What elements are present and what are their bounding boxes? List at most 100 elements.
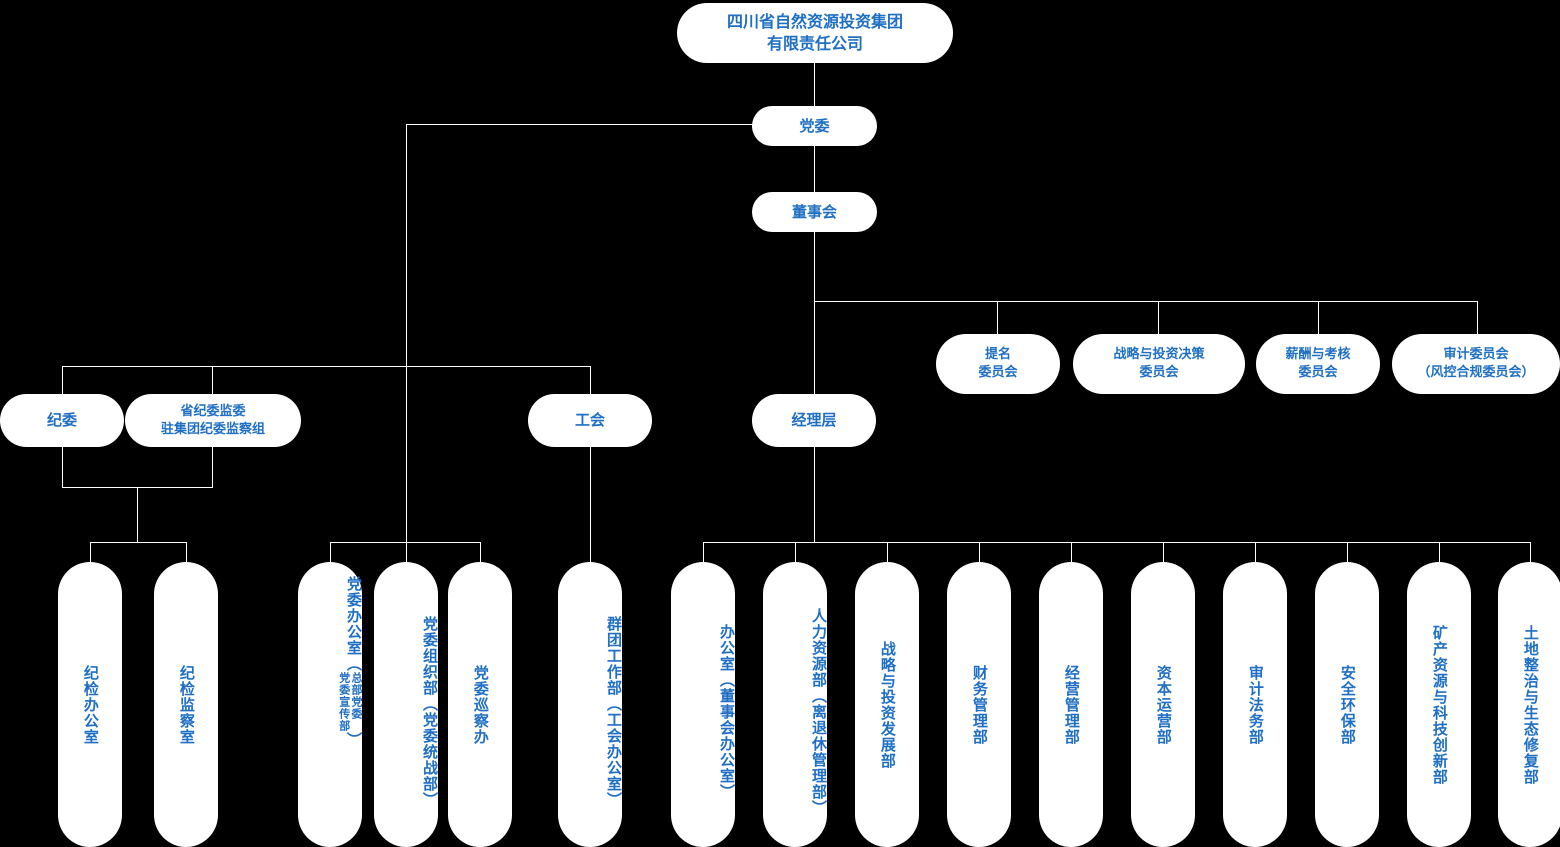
dept-label: 矿产资源与科技创新部	[1430, 624, 1449, 785]
connector-committee-drop-1	[997, 301, 998, 334]
dept-label: 党委办公室	[345, 576, 363, 656]
connector-party-left-branch	[406, 124, 754, 125]
connector-union-drop	[590, 366, 591, 394]
node-root[interactable]: 四川省自然资源投资集团 有限责任公司	[677, 3, 953, 63]
committee-3-line1: 薪酬与考核	[1285, 347, 1351, 363]
dept-label: 土地整治与生态修复部	[1521, 624, 1540, 785]
node-dept-general-office[interactable]: 办公室 （ 董事会办公室 ）	[671, 562, 736, 847]
node-dept-discipline-inspection[interactable]: 纪检监察室	[154, 562, 218, 847]
dept-label: 经营管理部	[1062, 664, 1081, 745]
connector-mgmt-drop-8	[1347, 542, 1348, 562]
connector-committee-bar	[814, 301, 1478, 302]
node-dept-human-resources[interactable]: 人力资源部 （ 离退休管理部 ）	[763, 562, 828, 847]
node-board[interactable]: 董事会	[752, 192, 877, 232]
dept-label: 纪检监察室	[177, 664, 196, 745]
connector-committee-drop-4	[1477, 301, 1478, 334]
node-committee-nomination[interactable]: 提名 委员会	[936, 334, 1060, 394]
connector-root-to-party	[814, 63, 815, 106]
management-label: 经理层	[791, 411, 837, 430]
node-dept-mineral-resources-tech-innovation[interactable]: 矿产资源与科技创新部	[1407, 562, 1471, 847]
dept-label: 资本运营部	[1154, 664, 1173, 745]
union-label: 工会	[574, 411, 605, 430]
connector-board-down	[814, 232, 815, 302]
connector-provincial-drop	[212, 366, 213, 394]
committee-4-line2: （风控合规委员会）	[1417, 365, 1535, 380]
connector-jiwei-merge-drop	[137, 487, 138, 542]
committee-1-line1: 提名	[984, 347, 1011, 363]
root-title-line2: 有限责任公司	[766, 34, 863, 53]
paren-close: ）	[421, 791, 439, 808]
node-dept-audit-legal[interactable]: 审计法务部	[1223, 562, 1287, 847]
node-dept-party-inspection-office[interactable]: 党委巡察办	[448, 562, 512, 847]
root-title-line1: 四川省自然资源投资集团	[726, 12, 903, 32]
node-union[interactable]: 工会	[528, 394, 652, 447]
dept-label: 党委巡察办	[471, 664, 490, 745]
dept-label: 审计法务部	[1246, 664, 1265, 745]
connector-mgmt-drop-3	[887, 542, 888, 562]
node-committee-compensation-assessment[interactable]: 薪酬与考核 委员会	[1256, 334, 1380, 394]
paren-close: ）	[345, 732, 363, 748]
connector-committee-drop-2	[1158, 301, 1159, 334]
party-committee-label: 党委	[799, 116, 830, 135]
dept-label: 人力资源部	[810, 607, 828, 688]
node-dept-business-management[interactable]: 经营管理部	[1039, 562, 1103, 847]
node-provincial-discipline-group[interactable]: 省纪委监委 驻集团纪委监察组	[125, 394, 301, 447]
committee-1-line2: 委员会	[978, 365, 1018, 380]
connector-party-dept-drop-3	[480, 542, 481, 562]
connector-party-dept-drop-2	[406, 542, 407, 562]
connector-discipline-dept-drop-2	[186, 542, 187, 562]
paren-open: （	[810, 687, 828, 704]
node-dept-party-office[interactable]: 党委办公室 （ 党委宣传部 总部党委 ）	[298, 562, 363, 847]
dept-label: 安全环保部	[1338, 664, 1357, 745]
connector-mgmt-drop-10	[1530, 542, 1531, 562]
connector-discipline-dept-bar	[90, 542, 186, 543]
connector-mid-bar	[62, 366, 590, 367]
connector-committee-drop-3	[1318, 301, 1319, 334]
paren-open: （	[345, 656, 363, 672]
dept-label: 党委组织部	[421, 615, 439, 696]
dept-sub-col-b: 总部党委	[350, 672, 363, 720]
node-committee-audit[interactable]: 审计委员会 （风控合规委员会）	[1392, 334, 1560, 394]
node-dept-discipline-office[interactable]: 纪检办公室	[58, 562, 122, 847]
connector-mgmt-drop-2	[795, 542, 796, 562]
node-party-committee[interactable]: 党委	[752, 106, 877, 146]
connector-party-left-drop	[406, 124, 407, 542]
node-dept-safety-environment[interactable]: 安全环保部	[1315, 562, 1379, 847]
provincial-group-line2: 驻集团纪委监察组	[160, 421, 265, 437]
dept-sub: 党委统战部	[421, 711, 439, 792]
committee-2-line1: 战略与投资决策	[1113, 347, 1205, 363]
connector-mgmt-drop-5	[1071, 542, 1072, 562]
paren-close: ）	[605, 791, 623, 808]
node-dept-mass-organization-work[interactable]: 群团工作部 （ 工会办公室 ）	[558, 562, 623, 847]
connector-mgmt-drop-1	[703, 542, 704, 562]
dept-label: 财务管理部	[970, 664, 989, 745]
connector-management-down	[814, 447, 815, 542]
committee-3-line2: 委员会	[1298, 365, 1338, 380]
node-discipline-committee[interactable]: 纪委	[0, 394, 124, 447]
node-committee-strategy-investment[interactable]: 战略与投资决策 委员会	[1073, 334, 1245, 394]
node-dept-land-remediation-eco-restoration[interactable]: 土地整治与生态修复部	[1498, 562, 1560, 847]
connector-party-dept-drop-1	[330, 542, 331, 562]
node-dept-strategy-investment-development[interactable]: 战略与投资发展部	[855, 562, 919, 847]
connector-mgmt-drop-7	[1255, 542, 1256, 562]
node-dept-party-organization[interactable]: 党委组织部 （ 党委统战部 ）	[374, 562, 439, 847]
paren-open: （	[718, 671, 736, 688]
connector-union-dept-drop	[590, 447, 591, 562]
connector-mgmt-drop-4	[979, 542, 980, 562]
paren-open: （	[421, 695, 439, 712]
node-dept-financial-management[interactable]: 财务管理部	[947, 562, 1011, 847]
dept-sub: 工会办公室	[605, 711, 623, 792]
connector-mgmt-drop-6	[1163, 542, 1164, 562]
committee-4-line1: 审计委员会	[1443, 347, 1509, 363]
node-management[interactable]: 经理层	[752, 394, 876, 447]
connector-discipline-dept-drop-1	[90, 542, 91, 562]
node-dept-capital-operation[interactable]: 资本运营部	[1131, 562, 1195, 847]
dept-sub: 董事会办公室	[718, 687, 736, 784]
connector-management-dept-bar	[703, 542, 1530, 543]
discipline-label: 纪委	[46, 411, 77, 430]
dept-label: 纪检办公室	[81, 664, 100, 745]
connector-jiwei-down	[62, 447, 63, 487]
connector-jiwei-drop	[62, 366, 63, 394]
board-label: 董事会	[791, 202, 837, 221]
dept-sub: 离退休管理部	[810, 703, 828, 800]
